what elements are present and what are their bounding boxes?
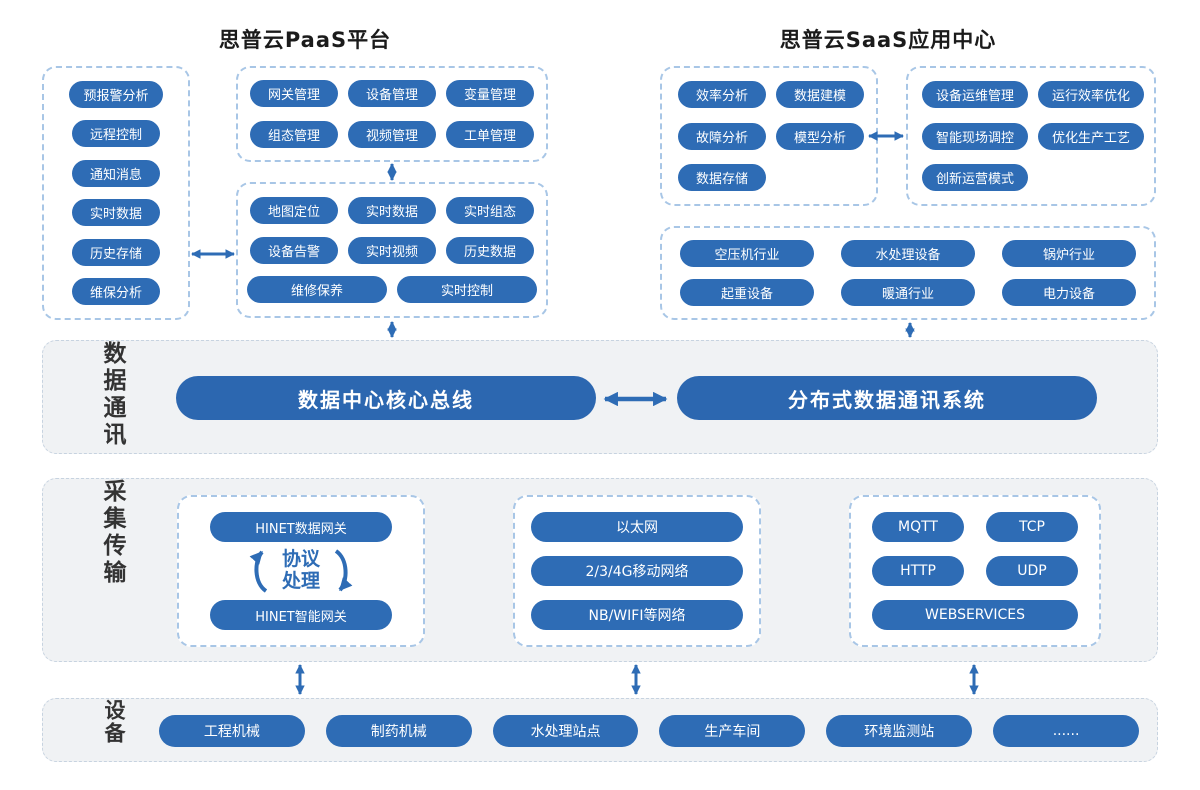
protocol-pill-mqtt: MQTT xyxy=(872,512,964,542)
collect-transmit-band: 采集传输 HINET数据网关 协议处理 HINET智能网关 以太网 2/3/4G… xyxy=(42,478,1158,662)
saas-optimize-box: 设备运维管理 运行效率优化 智能现场调控 优化生产工艺 创新运营模式 xyxy=(906,66,1156,206)
saas-industry-pill-1: 空压机行业 xyxy=(680,240,814,267)
distributed-comm-pill: 分布式数据通讯系统 xyxy=(677,376,1097,420)
saas-analysis-pill-2: 数据建模 xyxy=(776,81,864,108)
paas-realtime-box: 地图定位 实时数据 实时组态 设备告警 实时视频 历史数据 维修保养 实时控制 xyxy=(236,182,548,318)
saas-industry-pill-3: 锅炉行业 xyxy=(1002,240,1136,267)
paas-realtime-pill-6: 历史数据 xyxy=(446,236,534,264)
paas-mgmt-pill-4: 组态管理 xyxy=(250,121,338,148)
paas-app-pill-4: 实时数据 xyxy=(72,199,160,227)
paas-realtime-pill-5: 实时视频 xyxy=(348,236,436,264)
device-row: 工程机械 制药机械 水处理站点 生产车间 环境监测站 ...... xyxy=(159,715,1139,747)
saas-industry-pill-4: 起重设备 xyxy=(680,279,814,306)
paas-app-pill-3: 通知消息 xyxy=(72,159,160,187)
paas-realtime-pill-1: 地图定位 xyxy=(250,196,338,224)
protocol-processing-label: 协议处理 xyxy=(281,548,320,592)
paas-realtime-pill-8: 实时控制 xyxy=(397,276,537,304)
network-pill-3: NB/WIFI等网络 xyxy=(531,600,743,630)
paas-mgmt-box: 网关管理 设备管理 变量管理 组态管理 视频管理 工单管理 xyxy=(236,66,548,162)
paas-mgmt-pill-2: 设备管理 xyxy=(348,80,436,107)
saas-center-title: 思普云SaaS应用中心 xyxy=(779,28,997,52)
paas-realtime-pill-2: 实时数据 xyxy=(348,196,436,224)
protocol-pill-udp: UDP xyxy=(986,556,1078,586)
saas-analysis-pill-1: 效率分析 xyxy=(678,81,766,108)
paas-app-pill-2: 远程控制 xyxy=(72,120,160,148)
network-pill-2: 2/3/4G移动网络 xyxy=(531,556,743,586)
data-center-bus-pill: 数据中心核心总线 xyxy=(176,376,596,420)
device-band: 设备 工程机械 制药机械 水处理站点 生产车间 环境监测站 ...... xyxy=(42,698,1158,762)
cycle-down-arrow-icon xyxy=(334,549,353,592)
paas-app-box: 预报警分析 远程控制 通知消息 实时数据 历史存储 维保分析 xyxy=(42,66,190,320)
paas-mgmt-pill-6: 工单管理 xyxy=(446,121,534,148)
saas-optimize-pill-3: 智能现场调控 xyxy=(922,122,1029,150)
paas-mgmt-pill-5: 视频管理 xyxy=(348,121,436,148)
saas-optimize-pill-5: 创新运营模式 xyxy=(922,164,1029,191)
device-pill-3: 水处理站点 xyxy=(492,715,639,747)
paas-app-pill-5: 历史存储 xyxy=(72,238,160,266)
paas-mgmt-pill-1: 网关管理 xyxy=(250,80,338,107)
data-comm-band: 数据通讯 数据中心核心总线 分布式数据通讯系统 xyxy=(42,340,1158,454)
saas-industry-pill-6: 电力设备 xyxy=(1002,279,1136,306)
protocol-pill-http: HTTP xyxy=(872,556,964,586)
network-pill-1: 以太网 xyxy=(531,512,743,542)
collect-band-label: 采集传输 xyxy=(99,479,125,587)
paas-app-pill-1: 预报警分析 xyxy=(69,81,163,108)
paas-platform-title: 思普云PaaS平台 xyxy=(218,28,392,52)
saas-analysis-pill-5: 数据存储 xyxy=(678,164,766,191)
data-comm-band-label: 数据通讯 xyxy=(99,341,125,449)
network-box: 以太网 2/3/4G移动网络 NB/WIFI等网络 xyxy=(513,495,761,647)
device-pill-4: 生产车间 xyxy=(659,715,806,747)
paas-realtime-pill-3: 实时组态 xyxy=(446,196,534,224)
saas-analysis-box: 效率分析 数据建模 故障分析 模型分析 数据存储 xyxy=(660,66,878,206)
device-band-label: 设备 xyxy=(102,699,126,745)
paas-realtime-pill-7: 维修保养 xyxy=(247,276,387,304)
cycle-up-arrow-icon xyxy=(249,550,268,593)
device-pill-2: 制药机械 xyxy=(325,715,472,747)
protocol-processing-cycle: 协议处理 xyxy=(249,548,353,594)
gateway-box: HINET数据网关 协议处理 HINET智能网关 xyxy=(177,495,425,647)
device-pill-1: 工程机械 xyxy=(159,715,305,747)
saas-optimize-pill-4: 优化生产工艺 xyxy=(1038,122,1145,150)
protocol-pill-webservices: WEBSERVICES xyxy=(872,600,1078,630)
paas-app-pill-6: 维保分析 xyxy=(72,277,160,305)
hinet-data-gateway-pill: HINET数据网关 xyxy=(210,512,392,542)
protocol-box: MQTT TCP HTTP UDP WEBSERVICES xyxy=(849,495,1101,647)
saas-industry-pill-5: 暖通行业 xyxy=(841,279,975,306)
saas-analysis-pill-3: 故障分析 xyxy=(678,122,766,150)
device-pill-6: ...... xyxy=(993,715,1139,747)
paas-mgmt-pill-3: 变量管理 xyxy=(446,80,534,107)
device-pill-5: 环境监测站 xyxy=(826,715,973,747)
protocol-pill-tcp: TCP xyxy=(986,512,1078,542)
paas-realtime-pill-4: 设备告警 xyxy=(250,236,338,264)
saas-optimize-pill-1: 设备运维管理 xyxy=(922,81,1029,108)
hinet-smart-gateway-pill: HINET智能网关 xyxy=(210,600,392,630)
saas-industry-box: 空压机行业 水处理设备 锅炉行业 起重设备 暖通行业 电力设备 xyxy=(660,226,1156,320)
saas-optimize-pill-2: 运行效率优化 xyxy=(1038,81,1145,108)
saas-industry-pill-2: 水处理设备 xyxy=(841,240,975,267)
saas-analysis-pill-4: 模型分析 xyxy=(776,122,864,150)
